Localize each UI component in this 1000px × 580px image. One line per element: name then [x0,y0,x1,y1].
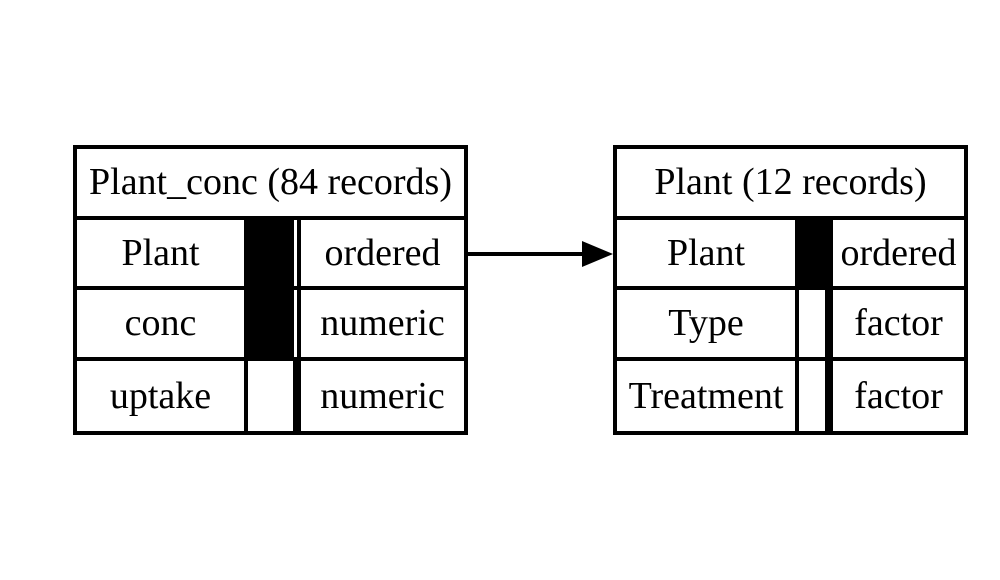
key-indicator-empty [795,290,829,357]
field-row-type: Type factor [617,290,964,361]
field-type: ordered [829,219,964,286]
field-type: factor [829,360,964,431]
field-row-plant: Plant ordered [77,219,464,290]
table-plant-conc: Plant_conc (84 records) Plant ordered co… [73,145,468,435]
key-indicator-empty [244,360,297,431]
key-indicator [244,219,297,286]
table-title: Plant (12 records) [617,149,964,220]
arrow-line [468,252,584,256]
field-type: numeric [297,290,464,357]
field-name: Type [668,302,744,345]
field-row-treatment: Treatment factor [617,360,964,431]
field-name: Plant [121,231,200,274]
field-name: conc [124,302,197,345]
table-plant: Plant (12 records) Plant ordered Type fa… [613,145,968,435]
table-title: Plant_conc (84 records) [77,149,464,220]
field-type: numeric [297,360,464,431]
arrow-head-icon [582,241,613,267]
field-row-plant: Plant ordered [617,219,964,290]
field-row-uptake: uptake numeric [77,360,464,431]
key-indicator [795,219,829,286]
field-row-conc: conc numeric [77,290,464,361]
field-name: Treatment [628,374,784,417]
field-name: Plant [666,231,746,274]
key-indicator [244,290,297,357]
field-type: factor [829,290,964,357]
field-name: uptake [109,374,212,417]
field-type: ordered [297,219,464,286]
key-indicator-empty [795,360,829,431]
